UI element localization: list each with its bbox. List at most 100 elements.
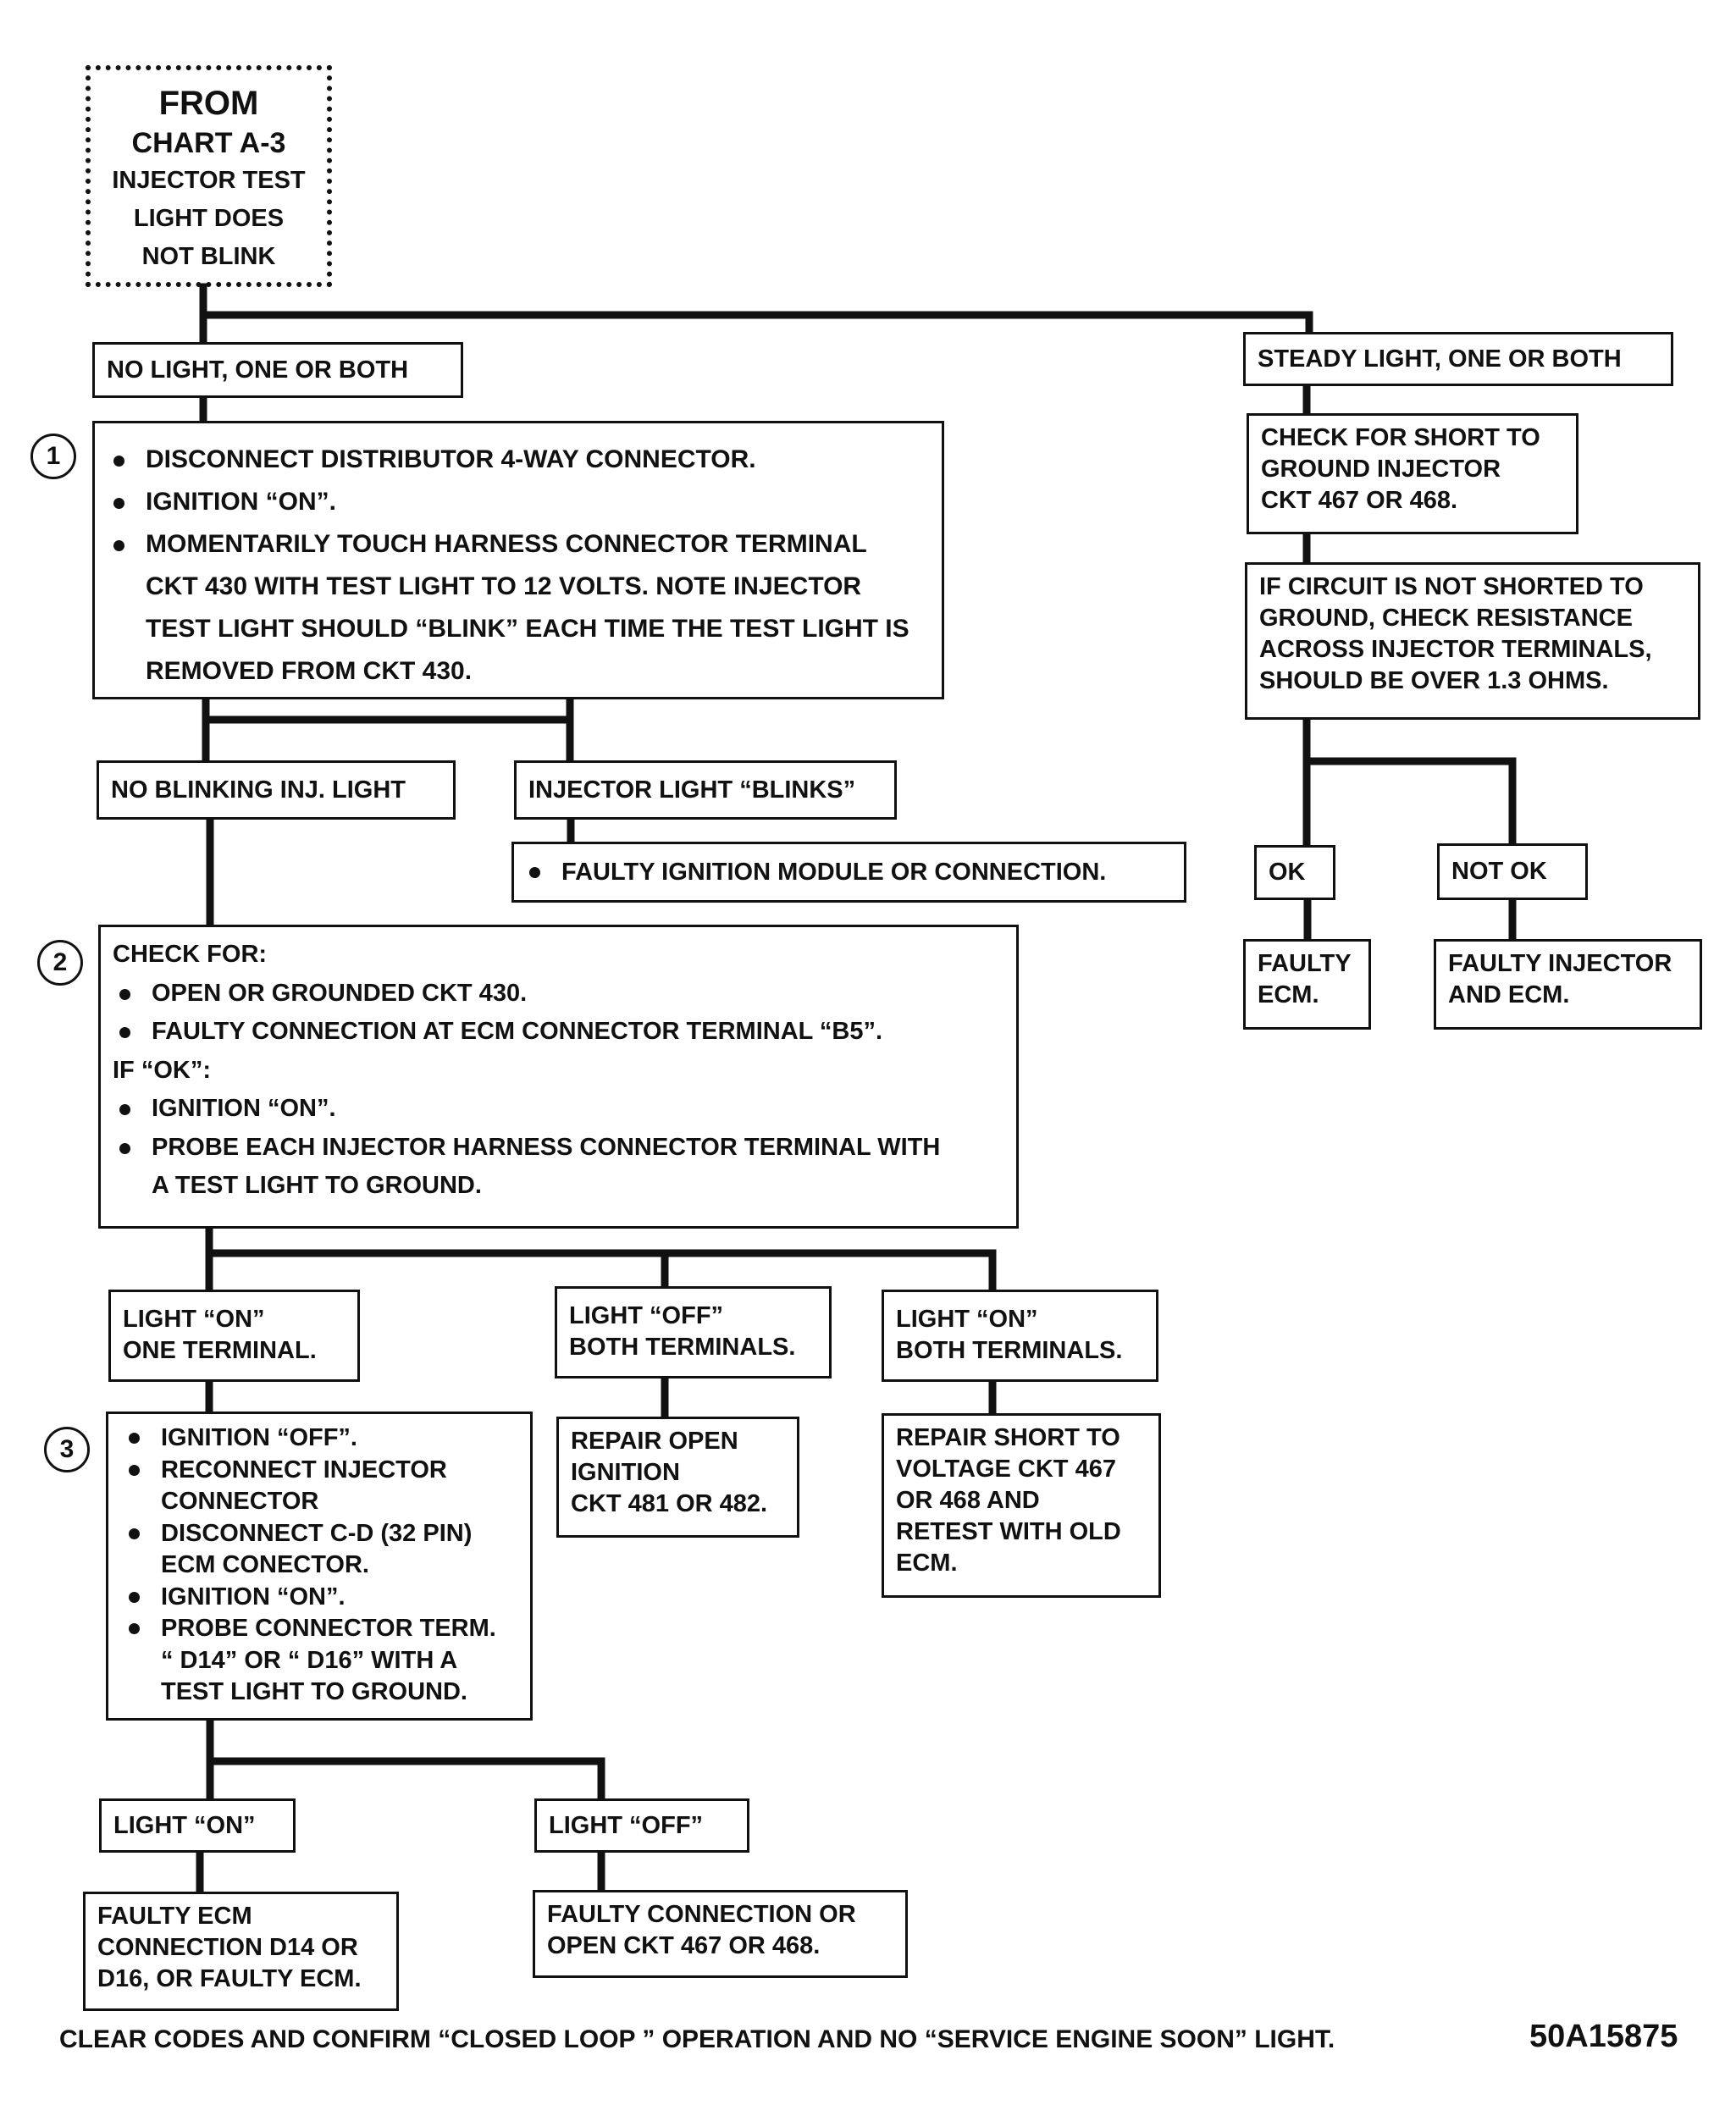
bullet-item: IGNITION “ON”.	[107, 481, 930, 523]
bullet-item: DISCONNECT C-D (32 PIN)	[122, 1518, 518, 1550]
repair-short-box: REPAIR SHORT TO VOLTAGE CKT 467 OR 468 A…	[882, 1413, 1161, 1598]
bullet-item: RECONNECT INJECTOR	[122, 1455, 518, 1487]
bullet-continuation: REMOVED FROM CKT 430.	[146, 657, 473, 685]
light-off-label: LIGHT “OFF”	[549, 1811, 704, 1839]
box-line: AND ECM.	[1448, 981, 1570, 1008]
box-line: CONNECTION D14 OR	[97, 1934, 358, 1961]
box-line: ONE TERMINAL.	[123, 1337, 317, 1364]
not-ok-label: NOT OK	[1451, 858, 1547, 885]
box-line: CKT 467 OR 468.	[1261, 487, 1458, 514]
step2-box: CHECK FOR: OPEN OR GROUNDED CKT 430. FAU…	[98, 925, 1019, 1229]
step1-box: DISCONNECT DISTRIBUTOR 4-WAY CONNECTOR. …	[92, 421, 944, 699]
from-line: NOT BLINK	[141, 243, 276, 270]
box-line: OPEN CKT 467 OR 468.	[547, 1932, 821, 1959]
light-off-box: LIGHT “OFF”	[534, 1798, 749, 1853]
from-line: LIGHT DOES	[133, 205, 285, 232]
from-chart-box: FROM CHART A-3 INJECTOR TEST LIGHT DOES …	[86, 65, 332, 287]
light-blinks-label: INJECTOR LIGHT “BLINKS”	[528, 776, 856, 804]
light-on-box: LIGHT “ON”	[99, 1798, 296, 1853]
step2-heading: CHECK FOR:	[113, 941, 268, 968]
step2-if-ok: IF “OK”:	[113, 1056, 211, 1084]
box-line: ECM.	[1258, 981, 1319, 1008]
bullet-item: DISCONNECT DISTRIBUTOR 4-WAY CONNECTOR.	[107, 439, 930, 481]
light-blinks-box: INJECTOR LIGHT “BLINKS”	[514, 760, 897, 820]
bullet-continuation: TEST LIGHT TO GROUND.	[161, 1678, 467, 1705]
box-line: REPAIR SHORT TO	[896, 1424, 1120, 1451]
figure-number: 50A15875	[1529, 2019, 1678, 2054]
box-line: CHECK FOR SHORT TO	[1261, 424, 1540, 451]
box-line: RETEST WITH OLD	[896, 1518, 1121, 1545]
box-line: FAULTY ECM	[97, 1903, 252, 1930]
steady-light-box: STEADY LIGHT, ONE OR BOTH	[1243, 332, 1673, 386]
light-off-both-box: LIGHT “OFF” BOTH TERMINALS.	[555, 1286, 832, 1378]
box-line: CKT 481 OR 482.	[571, 1490, 768, 1517]
step3-box: IGNITION “OFF”. RECONNECT INJECTOR CONNE…	[106, 1412, 533, 1721]
from-line: FROM	[158, 85, 259, 122]
bullet-item: IGNITION “OFF”.	[122, 1423, 518, 1455]
bullet-item: PROBE CONNECTOR TERM.	[122, 1613, 518, 1645]
check-short-box: CHECK FOR SHORT TO GROUND INJECTOR CKT 4…	[1247, 413, 1578, 534]
bullet-continuation: CKT 430 WITH TEST LIGHT TO 12 VOLTS. NOT…	[146, 572, 862, 600]
light-on-both-box: LIGHT “ON” BOTH TERMINALS.	[882, 1290, 1158, 1382]
box-line: BOTH TERMINALS.	[569, 1334, 796, 1361]
ok-box: OK	[1254, 845, 1335, 900]
ok-label: OK	[1269, 859, 1306, 886]
box-line: REPAIR OPEN	[571, 1428, 738, 1455]
bullet-item: IGNITION “ON”.	[113, 1090, 1004, 1129]
from-line: INJECTOR TEST	[112, 167, 306, 194]
bullet-continuation: “ D14” OR “ D16” WITH A	[161, 1646, 458, 1674]
box-line: LIGHT “ON”	[123, 1306, 265, 1333]
box-line: VOLTAGE CKT 467	[896, 1456, 1116, 1483]
bullet-item: OPEN OR GROUNDED CKT 430.	[113, 975, 1004, 1014]
light-on-label: LIGHT “ON”	[113, 1811, 256, 1839]
box-line: IGNITION	[571, 1459, 680, 1486]
bullet-continuation: A TEST LIGHT TO GROUND.	[152, 1172, 482, 1199]
faulty-ecm-box: FAULTY ECM.	[1243, 939, 1371, 1030]
bullet-continuation: TEST LIGHT SHOULD “BLINK” EACH TIME THE …	[146, 615, 909, 643]
box-line: SHOULD BE OVER 1.3 OHMS.	[1259, 667, 1609, 694]
bullet-item: PROBE EACH INJECTOR HARNESS CONNECTOR TE…	[113, 1129, 1004, 1168]
bullet-item: IGNITION “ON”.	[122, 1582, 518, 1614]
box-line: GROUND, CHECK RESISTANCE	[1259, 605, 1633, 632]
box-line: LIGHT “OFF”	[569, 1302, 724, 1329]
box-line: D16, OR FAULTY ECM.	[97, 1965, 362, 1992]
bullet-item: MOMENTARILY TOUCH HARNESS CONNECTOR TERM…	[107, 523, 930, 566]
faulty-module-box: FAULTY IGNITION MODULE OR CONNECTION.	[511, 842, 1186, 903]
box-line: ECM.	[896, 1550, 958, 1577]
box-line: IF CIRCUIT IS NOT SHORTED TO	[1259, 573, 1644, 600]
repair-open-box: REPAIR OPEN IGNITION CKT 481 OR 482.	[556, 1417, 799, 1538]
box-line: FAULTY CONNECTION OR	[547, 1901, 856, 1928]
step-number: 1	[46, 442, 61, 470]
from-line: CHART A-3	[131, 127, 286, 159]
bullet-continuation: CONNECTOR	[161, 1488, 319, 1515]
bullet-item: FAULTY IGNITION MODULE OR CONNECTION.	[522, 857, 1106, 888]
faulty-injector-ecm-box: FAULTY INJECTOR AND ECM.	[1434, 939, 1702, 1030]
box-line: FAULTY	[1258, 950, 1352, 977]
step-marker-2: 2	[37, 940, 83, 986]
not-ok-box: NOT OK	[1437, 843, 1588, 900]
box-line: FAULTY INJECTOR	[1448, 950, 1672, 977]
faulty-connection-open-box: FAULTY CONNECTION OR OPEN CKT 467 OR 468…	[533, 1890, 908, 1978]
step-marker-1: 1	[30, 434, 76, 479]
box-line: OR 468 AND	[896, 1487, 1040, 1514]
box-line: ACROSS INJECTOR TERMINALS,	[1259, 636, 1652, 663]
no-light-label: NO LIGHT, ONE OR BOTH	[107, 356, 409, 384]
bullet-item: FAULTY CONNECTION AT ECM CONNECTOR TERMI…	[113, 1013, 1004, 1052]
faulty-ecm-connection-box: FAULTY ECM CONNECTION D14 OR D16, OR FAU…	[83, 1892, 399, 2011]
box-line: LIGHT “ON”	[896, 1306, 1038, 1333]
check-resistance-box: IF CIRCUIT IS NOT SHORTED TO GROUND, CHE…	[1245, 562, 1700, 720]
step3-list: IGNITION “OFF”. RECONNECT INJECTOR CONNE…	[122, 1423, 518, 1709]
light-on-one-box: LIGHT “ON” ONE TERMINAL.	[108, 1290, 360, 1382]
no-blinking-label: NO BLINKING INJ. LIGHT	[111, 776, 406, 804]
box-line: GROUND INJECTOR	[1261, 456, 1501, 483]
no-blinking-box: NO BLINKING INJ. LIGHT	[97, 760, 456, 820]
bullet-continuation: ECM CONECTOR.	[161, 1551, 369, 1578]
step-number: 3	[59, 1435, 75, 1463]
steady-light-label: STEADY LIGHT, ONE OR BOTH	[1258, 345, 1622, 373]
footer-note: CLEAR CODES AND CONFIRM “CLOSED LOOP ” O…	[59, 2025, 1335, 2053]
step-marker-3: 3	[44, 1427, 90, 1472]
step-number: 2	[53, 948, 68, 976]
box-line: BOTH TERMINALS.	[896, 1337, 1123, 1364]
no-light-box: NO LIGHT, ONE OR BOTH	[92, 342, 463, 398]
